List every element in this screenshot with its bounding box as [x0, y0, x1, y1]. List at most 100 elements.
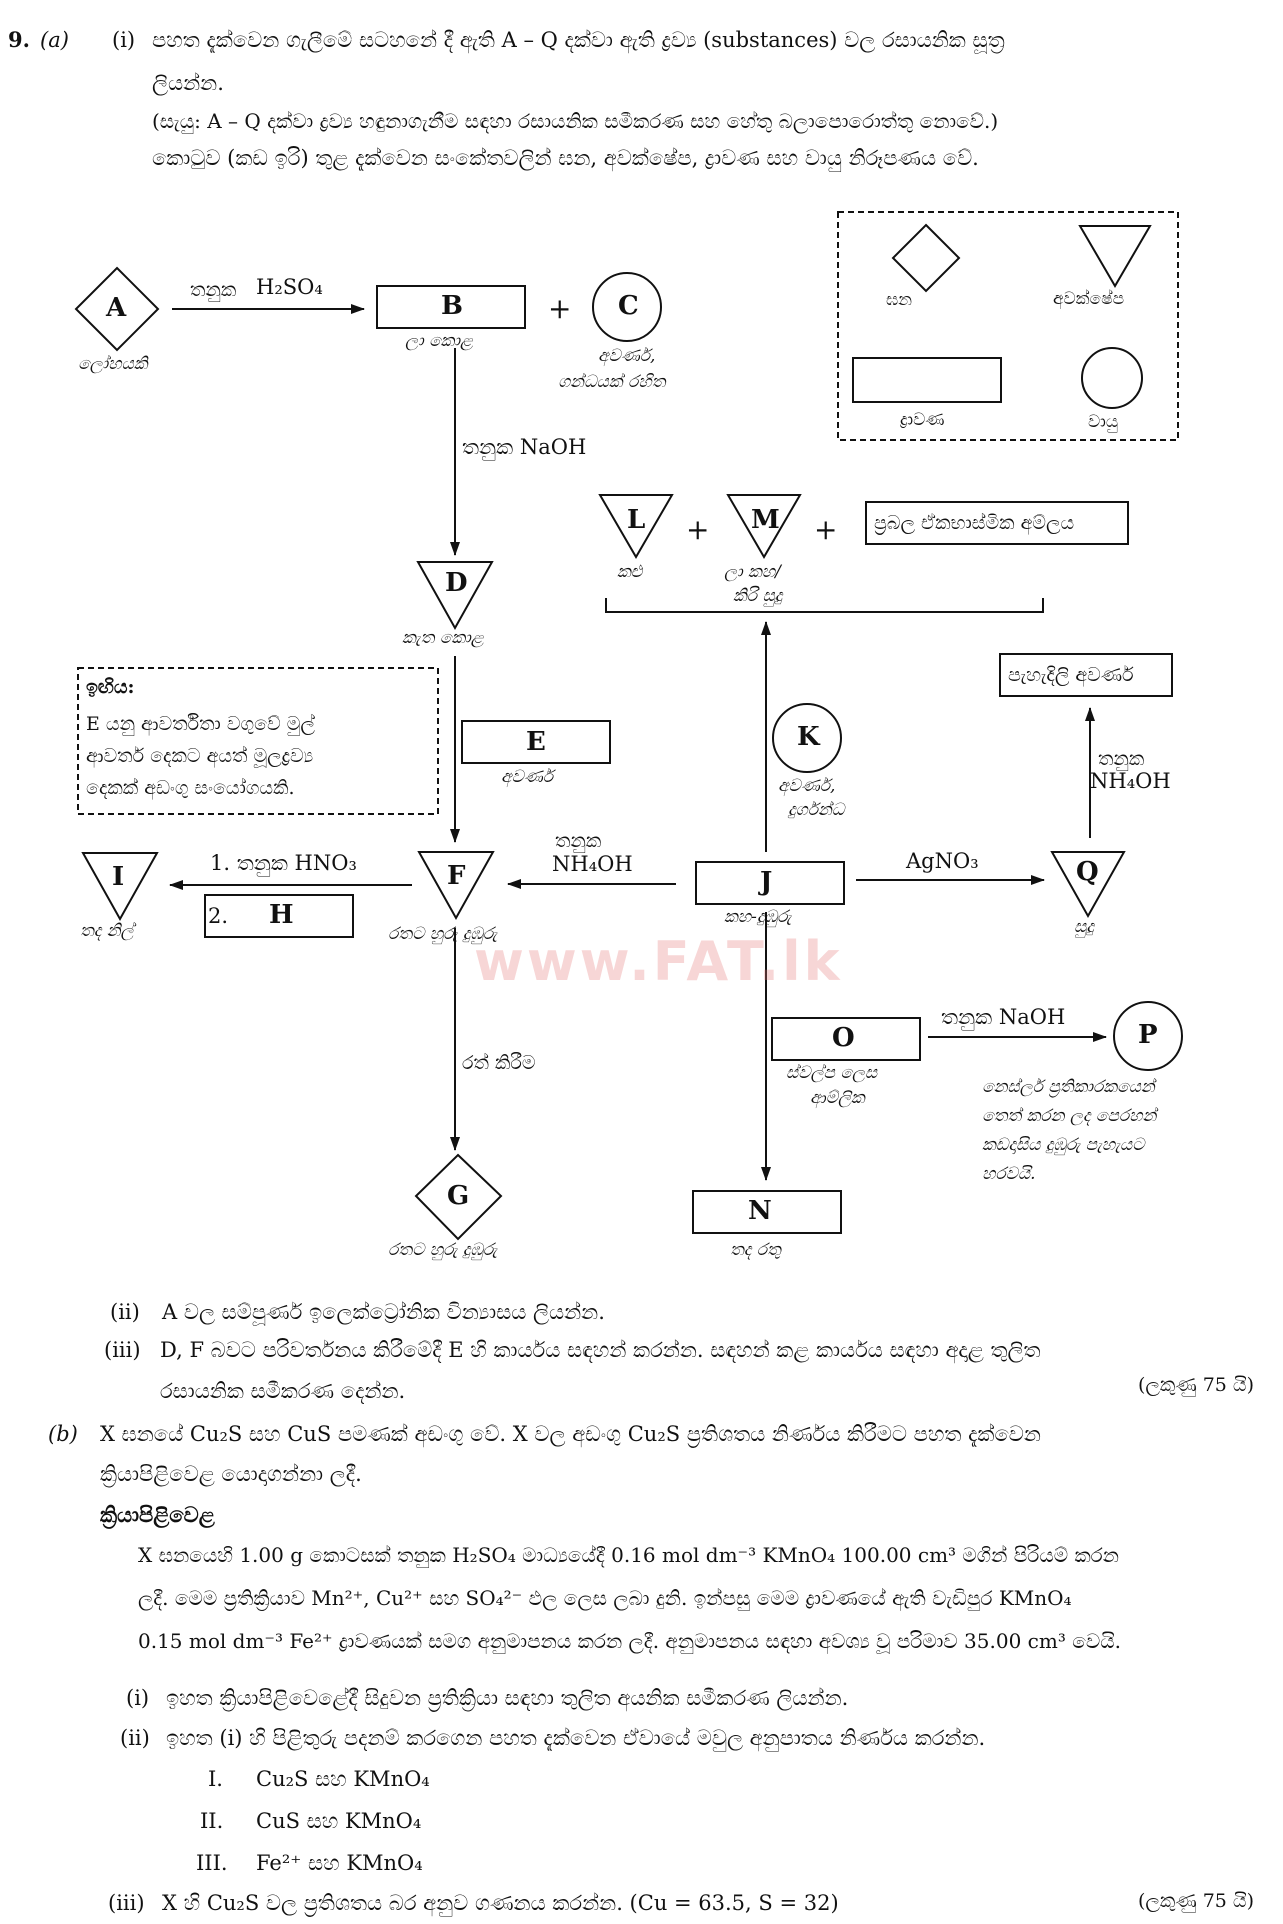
arrow-J-F-reagent: NH₄OH	[552, 852, 633, 876]
hint-box	[77, 667, 439, 815]
procedure-line2: ලදී. මෙම ප්‍රතික්‍රියාව Mn²⁺, Cu²⁺ සහ SO…	[138, 1586, 1072, 1610]
a-ii-text: A වල සම්පූර්ණ ඉලෙක්ට්‍රෝනික වින්‍යාසය ලි…	[162, 1300, 605, 1324]
a-i-text-line1: පහත දැක්වෙන ගැලීමේ සටහනේ දී ඇති A – Q දක…	[152, 28, 1005, 52]
node-F-caption: රතට හුරු දුඹුරු	[388, 924, 498, 944]
node-O-caption2: ආම්ලික	[810, 1088, 865, 1108]
node-D-label: D	[445, 568, 468, 598]
legend-solution-label: ද්‍රාවණ	[900, 410, 945, 430]
node-P-caption1: නෙස්ලර් ප්‍රතිකාරකයෙන්	[982, 1077, 1155, 1097]
node-C-shape	[592, 272, 662, 342]
node-M-shape	[726, 494, 802, 559]
node-F-shape	[417, 851, 495, 921]
legend-solid-label: ඝන	[886, 290, 913, 310]
node-E-shape	[461, 720, 611, 764]
node-P-caption3: කඩදාසිය දුඹුරු පැහැයට	[982, 1135, 1145, 1155]
plus-3: +	[548, 292, 572, 325]
legend-solid-diamond	[891, 223, 961, 293]
arrow-J-F-dil: තනුක	[555, 830, 602, 852]
node-N-shape	[692, 1190, 842, 1234]
b-item-3-num: III.	[196, 1851, 228, 1875]
node-I-shape	[81, 852, 159, 922]
node-H-shape	[204, 894, 354, 938]
note-line: (සැයු: A – Q දක්වා ද්‍රව්‍ය හඳුනාගැනීම ස…	[152, 109, 999, 133]
node-K-caption2: දුර්ගන්ධ	[788, 800, 845, 820]
node-J-shape	[695, 861, 845, 905]
a-i-marker: (i)	[112, 28, 136, 52]
b-item-1-num: I.	[208, 1767, 223, 1791]
node-L-shape	[598, 494, 674, 559]
node-H-label: H	[269, 900, 294, 930]
part-a-marks: (ලකුණු 75 යි)	[1138, 1374, 1255, 1396]
node-K-shape	[772, 703, 842, 773]
question-number: 9.	[8, 27, 30, 52]
procedure-title: ක්‍රියාපිළිවෙළ	[100, 1502, 215, 1527]
b-i-marker: (i)	[126, 1686, 150, 1710]
procedure-line1: X ඝනයෙහි 1.00 g කොටසක් තනුක H₂SO₄ මාධ්‍ය…	[138, 1543, 1119, 1567]
node-C-label: C	[618, 291, 639, 321]
node-H-number: 2.	[208, 904, 229, 928]
arrow-F-G-label: රත් කිරීම	[462, 1052, 536, 1074]
node-D-shape	[416, 561, 494, 631]
arrow-B-D-reagent: තනුක NaOH	[462, 435, 587, 459]
node-L-label: L	[627, 505, 646, 535]
watermark: www.FAT.lk	[474, 930, 843, 993]
node-K-caption1: අවර්ණ,	[778, 776, 836, 796]
node-J-label: J	[760, 867, 773, 897]
node-M-label: M	[751, 505, 780, 535]
legend-precipitate-label: අවක්ෂේප	[1053, 289, 1125, 309]
part-a-marker: (a)	[40, 28, 69, 52]
node-Q-caption: සුදු	[1074, 917, 1094, 937]
b-iii-marker: (iii)	[108, 1891, 145, 1915]
node-J-caption: කහ-දුඹුරු	[724, 907, 792, 927]
part-b-line1: X ඝනයේ Cu₂S සහ CuS පමණක් අඩංගු වේ. X වල …	[100, 1422, 1041, 1446]
b-item-3-text: Fe²⁺ සහ KMnO₄	[256, 1851, 423, 1875]
node-N-label: N	[748, 1196, 772, 1226]
legend-gas-circle	[1081, 347, 1143, 409]
node-B-caption: ලා කොළ	[405, 331, 473, 351]
legend-intro: කොටුව (කඩ ඉරි) තුළ දැක්වෙන සංකේතවලින් ඝන…	[152, 146, 979, 170]
arrow-Q-clear-reagent: NH₄OH	[1090, 769, 1171, 793]
strong-acid-label: ප්‍රබල ඒකභාස්මික අම්ලය	[874, 512, 1075, 534]
node-M-caption1: ලා කහ/	[724, 562, 781, 582]
legend-box	[837, 211, 1179, 441]
legend-precipitate-triangle	[1078, 225, 1152, 288]
node-P-caption2: තෙත් කරන ලද පෙරහන්	[982, 1106, 1157, 1126]
arrow-A-B-dil: තනුක	[190, 279, 237, 301]
colourless-clear-label: පැහැදිලි අවර්ණ	[1008, 664, 1134, 686]
node-G-shape	[414, 1153, 503, 1241]
a-ii-marker: (ii)	[110, 1300, 140, 1324]
b-ii-marker: (ii)	[120, 1726, 150, 1750]
node-B-label: B	[441, 291, 463, 321]
b-i-text: ඉහත ක්‍රියාපිළිවෙළේදී සිදුවන ප්‍රතික්‍රි…	[166, 1686, 849, 1710]
b-item-2-text: CuS සහ KMnO₄	[256, 1809, 422, 1833]
hint-line1: E යනු ආවර්තිතා වගුවේ මුල්	[86, 713, 315, 735]
node-O-shape	[771, 1017, 921, 1061]
part-b-marker: (b)	[48, 1422, 78, 1446]
hint-title: ඉඟිය:	[86, 676, 135, 698]
colourless-clear-shape	[999, 653, 1173, 697]
node-M-caption2: කිරි සුදු	[733, 586, 783, 606]
node-D-caption: කැත කොළ	[402, 628, 484, 648]
node-N-caption: තද රතු	[730, 1240, 781, 1260]
node-E-caption: අවර්ණ	[501, 767, 554, 787]
a-iii-line1: D, F බවට පරිවර්තනය කිරීමේදී E හි කාර්යය …	[160, 1338, 1041, 1362]
strong-acid-shape	[865, 501, 1129, 545]
node-B-shape	[376, 285, 526, 329]
plus-2: +	[814, 513, 838, 546]
node-C-caption2: ගන්ධයක් රහිත	[558, 372, 666, 392]
b-item-2-num: II.	[200, 1809, 224, 1833]
node-O-caption1: ස්වල්ප ලෙස	[786, 1063, 878, 1083]
a-iii-line2: රසායනික සමීකරණ දෙන්න.	[160, 1379, 406, 1403]
arrow-J-Q-reagent: AgNO₃	[906, 849, 979, 873]
legend-solution-rect	[852, 357, 1002, 403]
plus-1: +	[686, 513, 710, 546]
a-i-text-line2: ලියන්න.	[152, 71, 224, 95]
node-P-label: P	[1138, 1020, 1158, 1050]
arrow-O-P-reagent: තනුක NaOH	[941, 1005, 1066, 1029]
products-bracket	[605, 598, 1044, 613]
part-b-marks: (ලකුණු 75 යි)	[1138, 1890, 1255, 1912]
node-Q-label: Q	[1076, 857, 1099, 887]
node-F-label: F	[447, 861, 466, 891]
hint-line2: ආවර්ත දෙකට අයත් මූලද්‍රව්‍ය	[86, 745, 314, 767]
